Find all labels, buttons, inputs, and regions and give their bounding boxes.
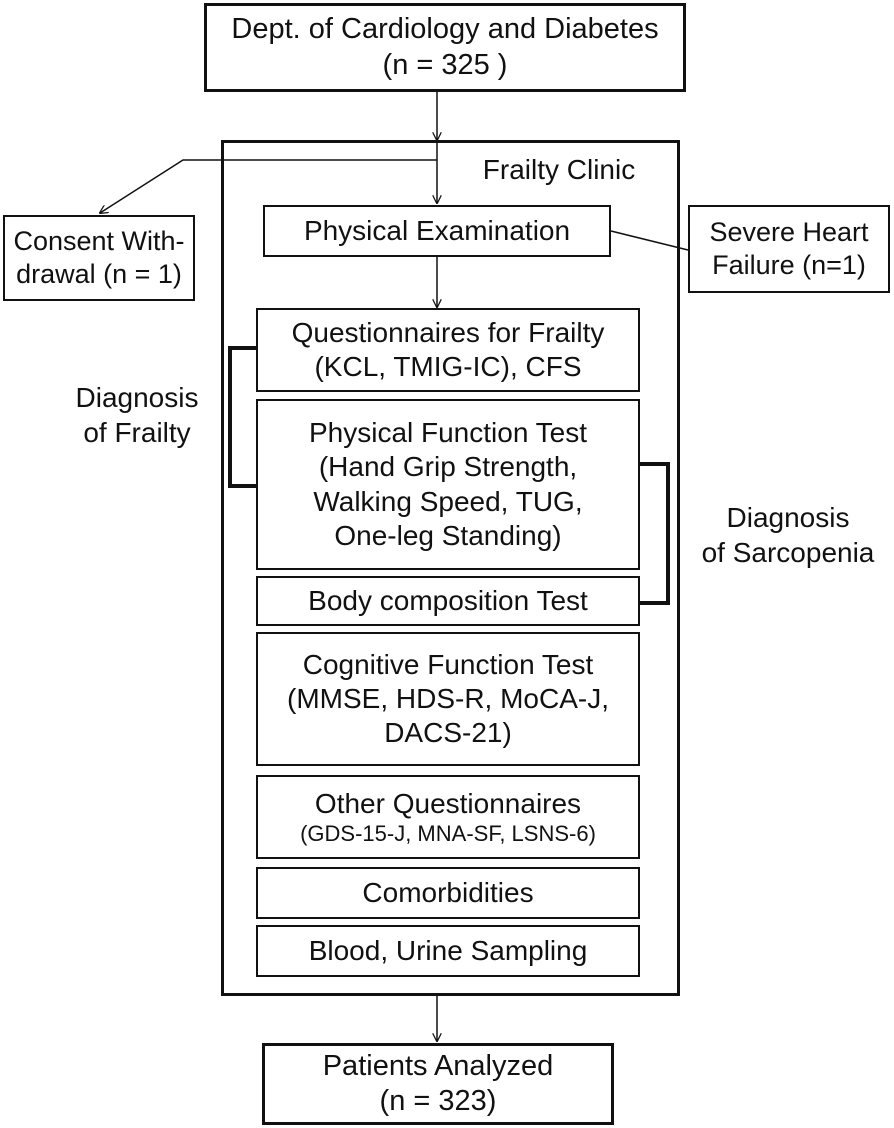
- source-department-count: (n = 325 ): [382, 48, 508, 81]
- frailty-clinic-label: Frailty Clinic: [482, 154, 636, 185]
- cognitive-function-test-box: Cognitive Function Test (MMSE, HDS-R, Mo…: [256, 632, 640, 766]
- source-department-box: Dept. of Cardiology and Diabetes (n = 32…: [204, 3, 686, 92]
- cognitive-function-line1: Cognitive Function Test: [302, 648, 594, 680]
- other-questionnaires-box: Other Questionnaires (GDS-15-J, MNA-SF, …: [256, 775, 640, 859]
- diagnosis-sarcopenia-line2: of Sarcopenia: [701, 537, 875, 568]
- physical-function-line1: Physical Function Test: [308, 417, 588, 449]
- other-questionnaires-line2: (GDS-15-J, MNA-SF, LSNS-6): [300, 820, 596, 846]
- body-composition-test-box: Body composition Test: [256, 576, 640, 626]
- physical-function-test-box: Physical Function Test (Hand Grip Streng…: [256, 399, 640, 570]
- blood-urine-sampling-box: Blood, Urine Sampling: [256, 925, 640, 977]
- comorbidities-box: Comorbidities: [256, 867, 640, 919]
- patients-analyzed-label: Patients Analyzed: [322, 1049, 554, 1082]
- diagnosis-frailty-line2: of Frailty: [83, 417, 191, 448]
- patients-analyzed-box: Patients Analyzed (n = 323): [262, 1043, 614, 1125]
- consent-withdrawal-box: Consent With- drawal (n = 1): [3, 215, 195, 301]
- diagnosis-of-sarcopenia-label: Diagnosis of Sarcopenia: [686, 500, 890, 570]
- frailty-questionnaires-box: Questionnaires for Frailty (KCL, TMIG-IC…: [256, 308, 640, 392]
- source-department-name: Dept. of Cardiology and Diabetes: [231, 13, 659, 46]
- consent-withdrawal-line2: drawal (n = 1): [16, 259, 182, 289]
- physical-function-line3: Walking Speed, TUG,: [313, 485, 583, 517]
- cognitive-function-line3: DACS-21): [384, 717, 512, 749]
- other-questionnaires-line1: Other Questionnaires: [314, 787, 582, 819]
- body-composition-label: Body composition Test: [308, 584, 588, 616]
- diagnosis-sarcopenia-line1: Diagnosis: [726, 502, 850, 533]
- severe-heart-failure-line1: Severe Heart: [709, 217, 869, 248]
- frailty-questionnaires-line2: (KCL, TMIG-IC), CFS: [314, 351, 582, 382]
- diagnosis-frailty-line1: Diagnosis: [75, 382, 199, 413]
- cognitive-function-line2: (MMSE, HDS-R, MoCA-J,: [287, 682, 609, 714]
- frailty-questionnaires-line1: Questionnaires for Frailty: [291, 316, 605, 348]
- comorbidities-label: Comorbidities: [362, 876, 534, 908]
- arrow-to-consent-withdrawal: [100, 159, 437, 213]
- bracket-sarcopenia: [640, 462, 670, 605]
- blood-urine-sampling-label: Blood, Urine Sampling: [308, 934, 588, 966]
- frailty-clinic-frame: [221, 140, 680, 996]
- severe-heart-failure-box: Severe Heart Failure (n=1): [688, 205, 890, 293]
- diagnosis-of-frailty-label: Diagnosis of Frailty: [52, 380, 222, 450]
- patients-analyzed-count: (n = 323): [379, 1085, 497, 1117]
- physical-function-line4: One-leg Standing): [334, 519, 562, 551]
- consent-withdrawal-line1: Consent With-: [13, 226, 185, 257]
- physical-function-line2: (Hand Grip Strength,: [318, 451, 578, 483]
- physical-examination-label: Physical Examination: [303, 214, 571, 246]
- bracket-frailty: [228, 346, 256, 488]
- severe-heart-failure-line2: Failure (n=1): [712, 250, 866, 280]
- physical-examination-box: Physical Examination: [263, 205, 611, 257]
- line-exam-to-heart-failure: [610, 230, 689, 251]
